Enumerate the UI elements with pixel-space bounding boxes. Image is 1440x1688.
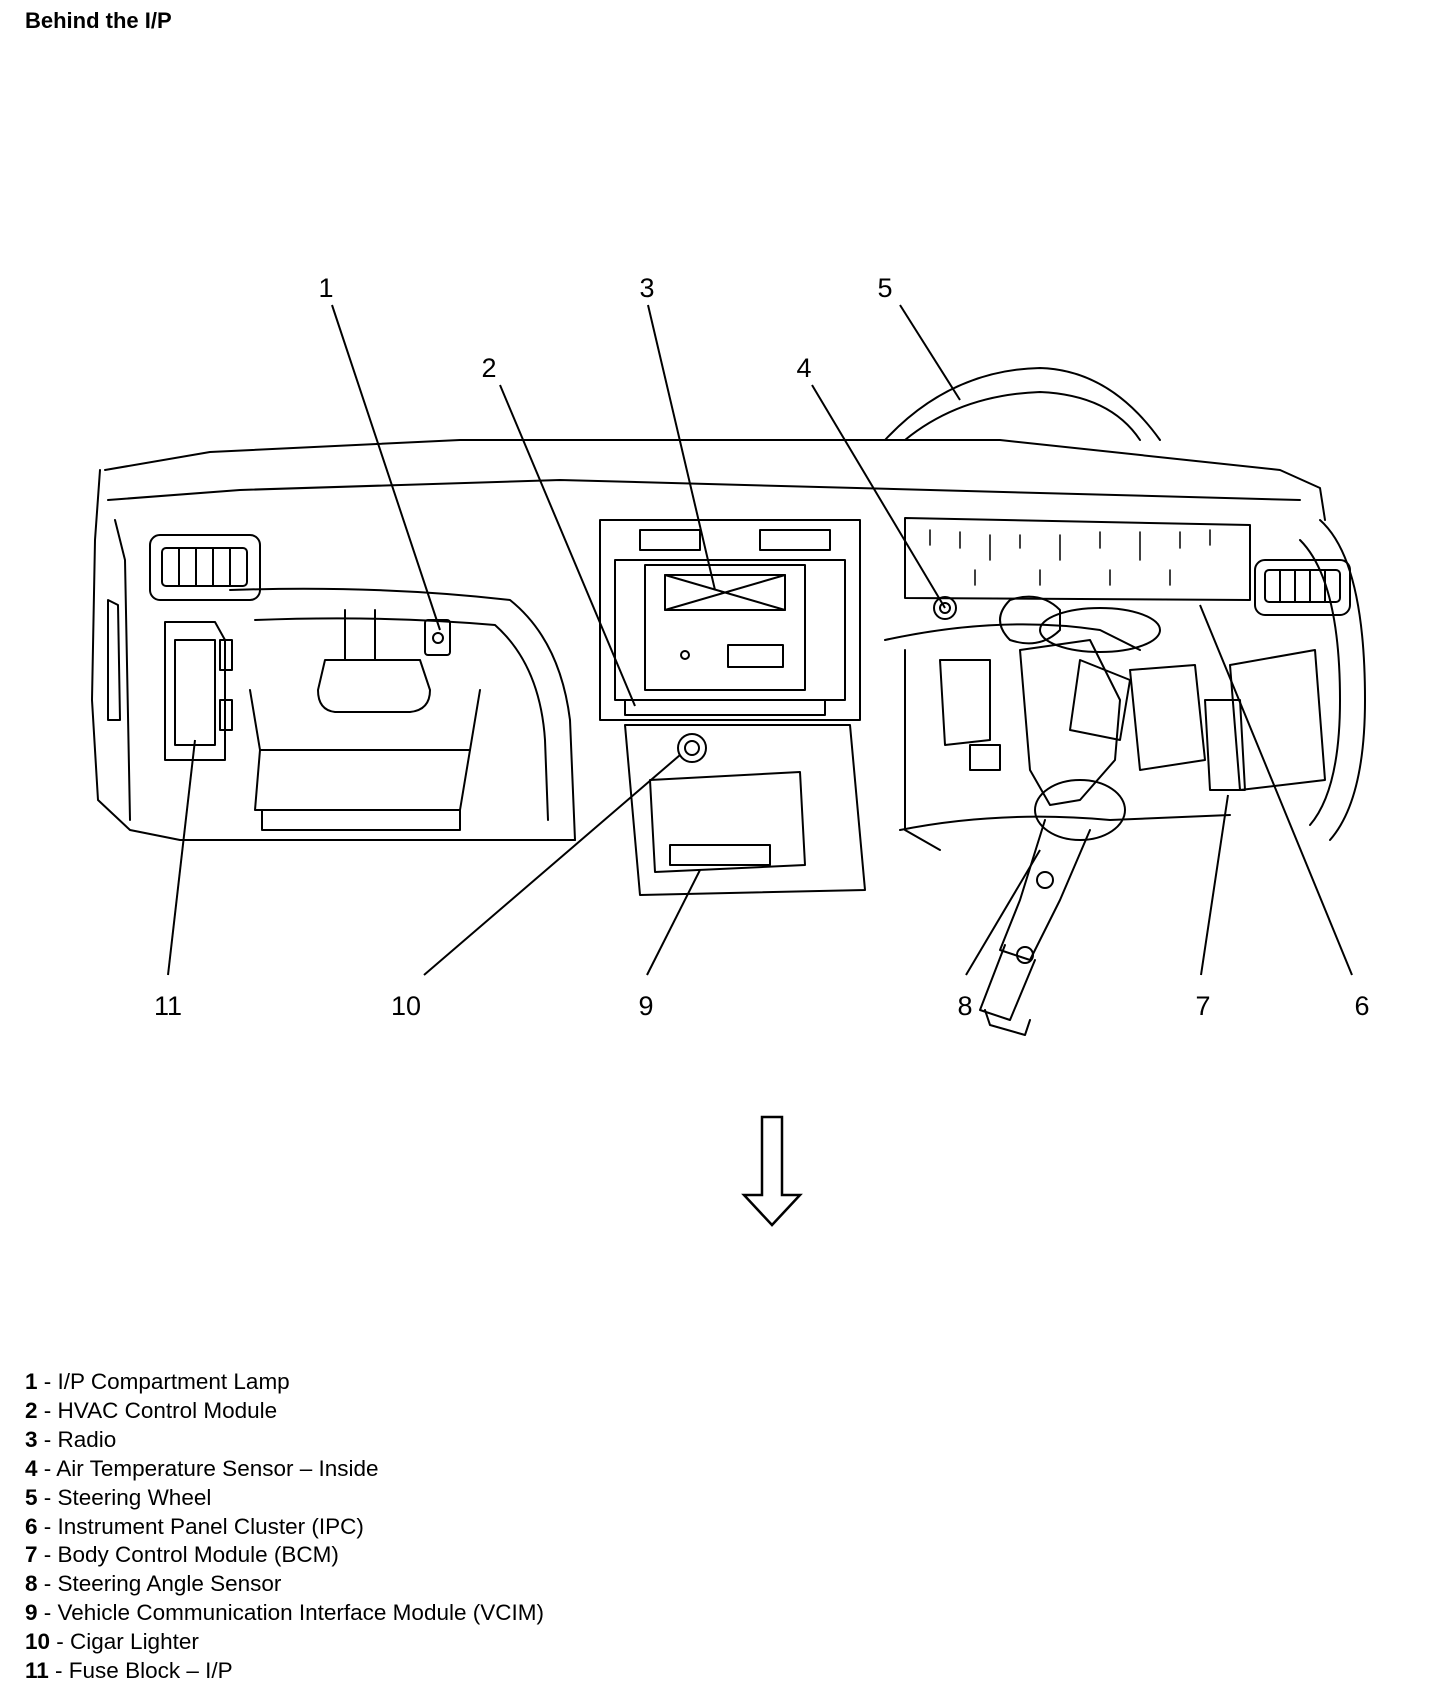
legend-item: 4 - Air Temperature Sensor – Inside: [25, 1455, 379, 1481]
callout-1: 1: [318, 273, 333, 303]
legend-number: 10: [25, 1629, 51, 1655]
legend: 1 - I/P Compartment Lamp 2 - HVAC Contro…: [25, 1368, 544, 1686]
legend-label: Instrument Panel Cluster (IPC): [57, 1513, 364, 1539]
callout-10: 10: [391, 991, 421, 1021]
callout-5: 5: [877, 273, 892, 303]
leader-line-6: [1199, 604, 1353, 976]
legend-label: Vehicle Communication Interface Module (…: [57, 1600, 544, 1626]
leader-line-1: [331, 304, 441, 631]
leader-line-5: [899, 304, 961, 401]
legend-number: 3: [25, 1426, 38, 1452]
callout-6: 6: [1354, 991, 1369, 1021]
legend-label: HVAC Control Module: [57, 1397, 278, 1423]
legend-number: 2: [25, 1397, 38, 1423]
leader-line-3: [647, 304, 716, 591]
leader-line-8: [965, 849, 1041, 976]
callout-9: 9: [638, 991, 653, 1021]
legend-number: 11: [25, 1658, 49, 1684]
legend-number: 5: [25, 1484, 38, 1510]
legend-label: Steering Wheel: [57, 1484, 212, 1510]
legend-number: 8: [25, 1571, 38, 1597]
legend-number: 4: [25, 1455, 38, 1481]
legend-label: I/P Compartment Lamp: [57, 1369, 290, 1394]
callout-7: 7: [1195, 991, 1210, 1021]
legend-label: Air Temperature Sensor – Inside: [56, 1455, 379, 1481]
callout-3: 3: [639, 273, 654, 303]
leader-line-2: [499, 384, 636, 707]
leader-line-4: [811, 384, 946, 609]
legend-label: Fuse Block – I/P: [68, 1658, 233, 1684]
page-title: Behind the I/P: [25, 8, 172, 33]
legend-item: 9 - Vehicle Communication Interface Modu…: [25, 1600, 544, 1626]
down-arrow-icon: [741, 1115, 803, 1227]
callout-2: 2: [481, 353, 496, 383]
legend-item: 3 - Radio: [25, 1426, 117, 1452]
legend-number: 7: [25, 1542, 38, 1568]
legend-number: 1: [25, 1369, 38, 1394]
legend-item: 2 - HVAC Control Module: [25, 1397, 278, 1423]
callout-labels: 1 2 3 4 5 6 7 8 9 10 11: [154, 273, 1370, 1021]
legend-item: 1 - I/P Compartment Lamp: [25, 1369, 290, 1394]
legend-item: 8 - Steering Angle Sensor: [25, 1571, 282, 1597]
leader-line-10: [423, 754, 681, 976]
callout-4: 4: [796, 353, 811, 383]
legend-item: 7 - Body Control Module (BCM): [25, 1542, 339, 1568]
leader-line-11: [167, 739, 196, 976]
legend-label: Body Control Module (BCM): [57, 1542, 339, 1568]
legend-label: Radio: [57, 1426, 117, 1452]
legend-item: 11 - Fuse Block – I/P: [25, 1658, 233, 1684]
leader-lines: [167, 304, 1353, 976]
leader-line-9: [646, 869, 701, 976]
callout-8: 8: [957, 991, 972, 1021]
legend-item: 10 - Cigar Lighter: [25, 1629, 199, 1655]
callout-11: 11: [154, 991, 182, 1021]
leader-line-7: [1200, 794, 1229, 976]
legend-item: 6 - Instrument Panel Cluster (IPC): [25, 1513, 364, 1539]
legend-label: Steering Angle Sensor: [57, 1571, 282, 1597]
legend-label: Cigar Lighter: [70, 1629, 199, 1655]
legend-number: 9: [25, 1600, 38, 1626]
dashboard-illustration: [91, 367, 1366, 1036]
legend-number: 6: [25, 1513, 38, 1539]
legend-item: 5 - Steering Wheel: [25, 1484, 212, 1510]
